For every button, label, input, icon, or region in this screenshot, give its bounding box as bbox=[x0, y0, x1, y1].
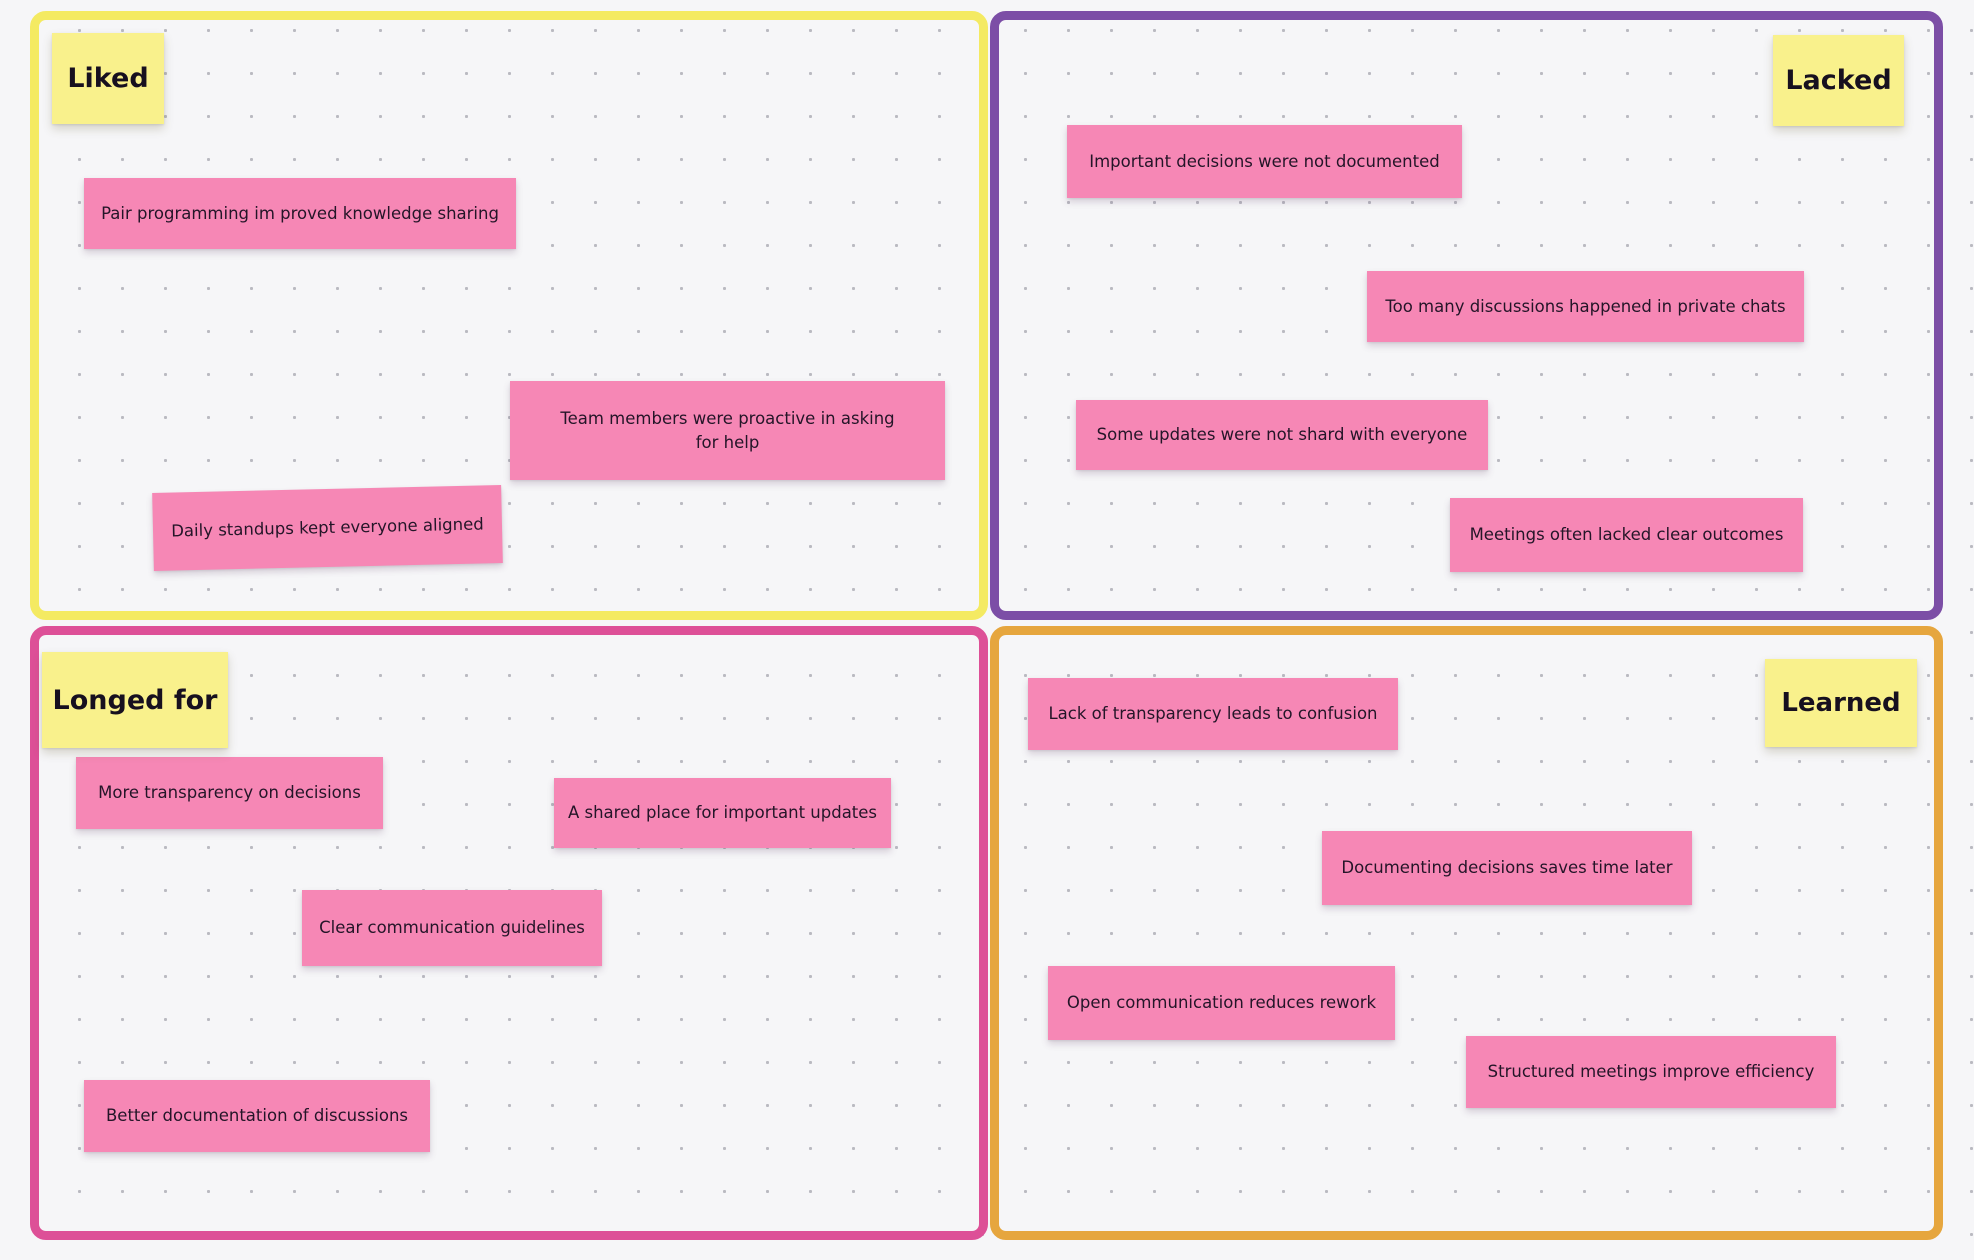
quadrant-longed-for-frame[interactable] bbox=[30, 626, 988, 1240]
sticky-note-pair-programming[interactable]: Pair programming im proved knowledge sha… bbox=[84, 178, 516, 249]
sticky-note-updates-not-shared[interactable]: Some updates were not shard with everyon… bbox=[1076, 400, 1488, 470]
sticky-note-open-communication[interactable]: Open communication reduces rework bbox=[1048, 966, 1395, 1040]
sticky-note-transparency-confusion[interactable]: Lack of transparency leads to confusion bbox=[1028, 678, 1398, 750]
quadrant-lacked-frame[interactable] bbox=[990, 11, 1943, 620]
sticky-note-structured-meetings[interactable]: Structured meetings improve efficiency bbox=[1466, 1036, 1836, 1108]
sticky-note-decisions-not-documented[interactable]: Important decisions were not documented bbox=[1067, 125, 1462, 198]
label-sticky-learned[interactable]: Learned bbox=[1765, 659, 1917, 747]
quadrant-learned-frame[interactable] bbox=[990, 626, 1943, 1240]
sticky-note-team-members-proactive[interactable]: Team members were proactive in asking fo… bbox=[510, 381, 945, 480]
quadrant-liked-frame[interactable] bbox=[30, 11, 988, 620]
sticky-note-communication-guidelines[interactable]: Clear communication guidelines bbox=[302, 890, 602, 966]
label-sticky-longed-for[interactable]: Longed for bbox=[42, 652, 228, 748]
sticky-note-shared-place[interactable]: A shared place for important updates bbox=[554, 778, 891, 848]
sticky-note-better-documentation[interactable]: Better documentation of discussions bbox=[84, 1080, 430, 1152]
label-sticky-lacked[interactable]: Lacked bbox=[1773, 35, 1904, 126]
sticky-note-private-chats[interactable]: Too many discussions happened in private… bbox=[1367, 271, 1804, 342]
sticky-note-more-transparency[interactable]: More transparency on decisions bbox=[76, 757, 383, 829]
sticky-note-meetings-no-outcomes[interactable]: Meetings often lacked clear outcomes bbox=[1450, 498, 1803, 572]
sticky-note-daily-standups[interactable]: Daily standups kept everyone aligned bbox=[152, 485, 503, 571]
sticky-note-documenting-saves-time[interactable]: Documenting decisions saves time later bbox=[1322, 831, 1692, 905]
label-sticky-liked[interactable]: Liked bbox=[52, 33, 164, 124]
